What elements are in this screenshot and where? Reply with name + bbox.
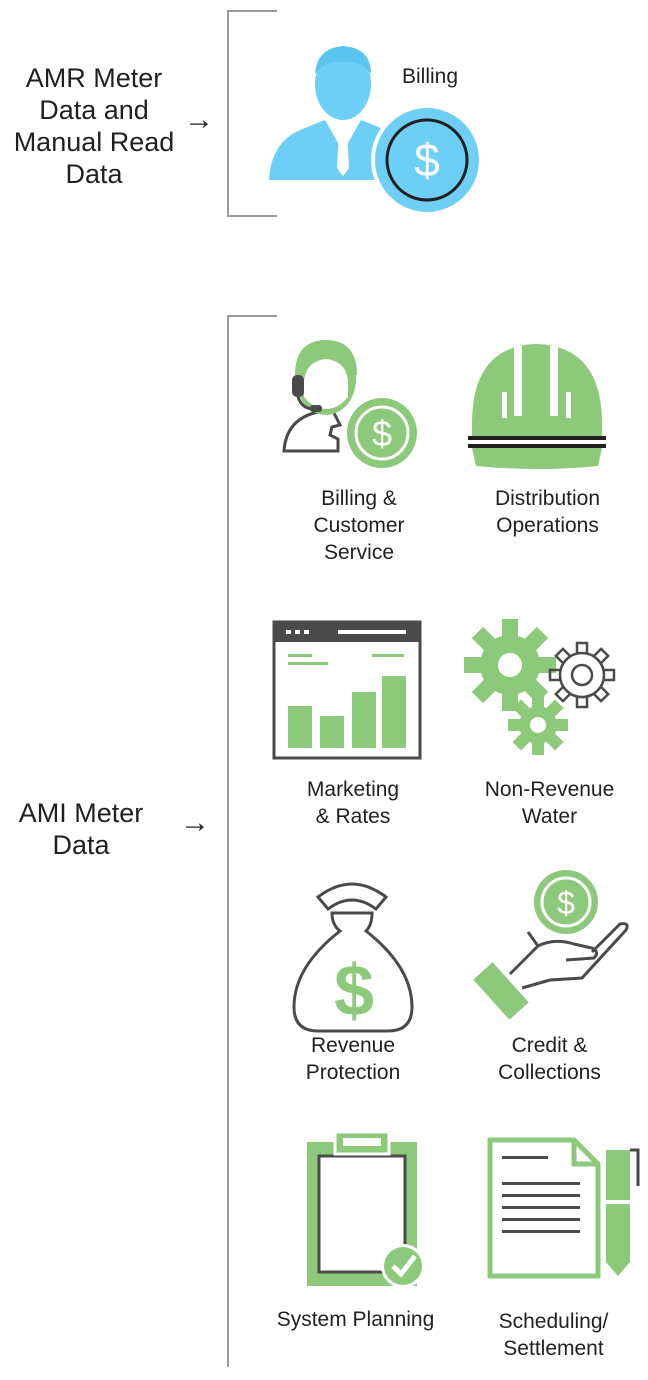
svg-text:$: $ bbox=[414, 134, 440, 186]
target-label-distribution-operations: Distribution Operations bbox=[494, 487, 601, 537]
amr-source-label: AMR Meter Data and Manual Read Data bbox=[13, 63, 175, 189]
amr-bracket bbox=[227, 10, 277, 217]
bar-chart-window-icon bbox=[272, 620, 422, 760]
ami-bracket bbox=[227, 315, 277, 1367]
amr-target-label-billing: Billing bbox=[401, 65, 459, 88]
target-label-non-revenue-water: Non-Revenue Water bbox=[484, 778, 615, 828]
svg-text:$: $ bbox=[334, 951, 374, 1031]
ami-arrow-icon: → bbox=[180, 806, 210, 839]
customer-service-dollar-icon: $ bbox=[280, 335, 425, 471]
document-pen-icon bbox=[487, 1137, 640, 1279]
target-label-billing-customer-service: Billing & Customer Service bbox=[313, 487, 405, 564]
gears-icon bbox=[460, 615, 625, 760]
target-label-scheduling-settlement: Scheduling/ Settlement bbox=[498, 1310, 609, 1360]
target-label-revenue-protection: Revenue Protection bbox=[305, 1034, 401, 1084]
ami-source-label: AMI Meter Data bbox=[18, 798, 144, 860]
hard-hat-icon bbox=[468, 340, 608, 470]
money-bag-icon: $ bbox=[288, 875, 418, 1035]
target-label-system-planning: System Planning bbox=[276, 1308, 435, 1331]
clipboard-check-icon bbox=[303, 1130, 433, 1290]
target-label-marketing-rates: Marketing & Rates bbox=[306, 778, 400, 828]
svg-text:$: $ bbox=[372, 413, 392, 454]
svg-text:$: $ bbox=[557, 885, 575, 921]
hand-coin-icon: $ bbox=[473, 868, 632, 1028]
billing-person-dollar-icon: $ bbox=[265, 40, 485, 216]
amr-arrow-icon: → bbox=[184, 103, 214, 136]
target-label-credit-collections: Credit & Collections bbox=[498, 1034, 601, 1084]
